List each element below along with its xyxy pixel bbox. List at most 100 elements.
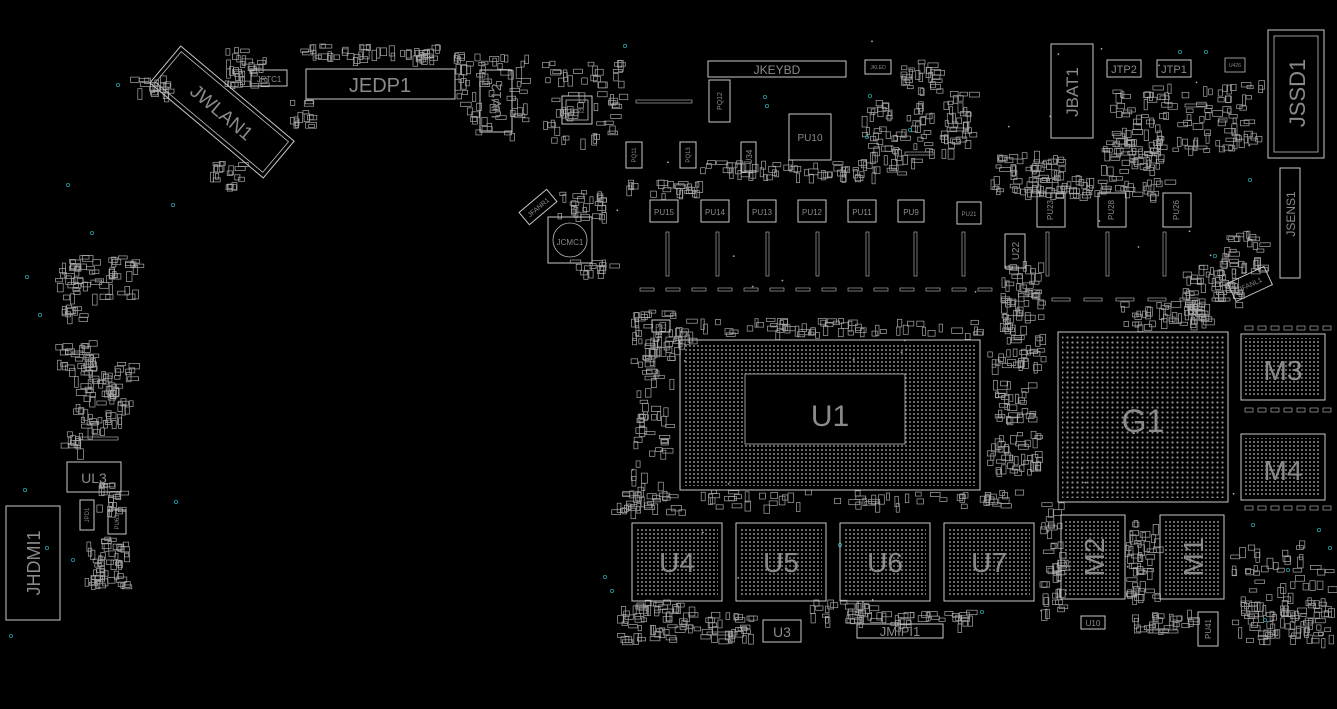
component-m4[interactable]: M4 xyxy=(1240,433,1326,501)
passive-part xyxy=(674,335,682,341)
passive-part xyxy=(1037,299,1045,310)
component-pu41[interactable]: PU41 xyxy=(1197,611,1219,647)
passive-part xyxy=(1222,84,1229,92)
passive-part xyxy=(1029,280,1040,285)
component-jtp1[interactable]: JTP1 xyxy=(1156,59,1192,78)
component-jtp2[interactable]: JTP2 xyxy=(1106,59,1142,78)
component-pu14[interactable]: PU14 xyxy=(700,199,730,223)
passive-part xyxy=(734,631,744,638)
component-pu15[interactable]: PU15 xyxy=(649,199,679,223)
component-pu28[interactable]: PU28 xyxy=(1097,192,1127,228)
label-jpd1: JPD1 xyxy=(85,507,91,522)
passive-part xyxy=(1323,610,1329,617)
trace-pad xyxy=(821,287,837,292)
passive-part xyxy=(1256,248,1265,253)
component-u7[interactable]: U7 xyxy=(943,522,1035,602)
component-jhdmi1[interactable]: JHDMI1 xyxy=(5,505,61,621)
component-jfanr1[interactable]: JFANR1 xyxy=(518,188,558,226)
component-ps2[interactable]: PS2 xyxy=(651,319,671,333)
component-pu12[interactable]: PU12 xyxy=(797,199,827,223)
passive-part xyxy=(1032,438,1038,449)
component-pu26[interactable]: PU26 xyxy=(1162,192,1192,228)
component-u10[interactable]: U10 xyxy=(1080,615,1106,630)
component-jsens1[interactable]: JSENS1 xyxy=(1279,167,1301,279)
passive-part xyxy=(1289,621,1296,630)
label-u5: U5 xyxy=(763,547,799,578)
test-point xyxy=(1195,81,1198,84)
component-m1[interactable]: M1 xyxy=(1159,514,1225,600)
label-ul3: UL3 xyxy=(81,470,107,486)
trace-pad xyxy=(977,287,993,292)
component-jedp1[interactable]: JEDP1 xyxy=(305,68,456,100)
component-pu22[interactable]: PU22 xyxy=(561,95,593,125)
component-pq12[interactable]: PQ12 xyxy=(708,79,731,123)
passive-part xyxy=(125,368,132,376)
passive-part xyxy=(886,167,898,173)
component-jssd1[interactable]: JSSD1 xyxy=(1267,29,1325,159)
component-u34[interactable]: U34 xyxy=(740,141,757,173)
component-pu21[interactable]: PU21 xyxy=(956,201,982,225)
passive-part xyxy=(1038,300,1046,306)
passive-part xyxy=(1193,137,1199,148)
component-ul3[interactable]: UL3 xyxy=(66,461,122,493)
component-u6[interactable]: U6 xyxy=(839,522,931,602)
passive-part xyxy=(1132,123,1142,130)
passive-part xyxy=(825,616,829,624)
passive-part xyxy=(887,111,892,122)
passive-part xyxy=(950,137,961,144)
component-u1[interactable]: U1 xyxy=(679,339,981,491)
component-pq11[interactable]: PQ11 xyxy=(625,141,643,169)
component-uv12[interactable]: UV12 xyxy=(479,69,513,133)
passive-part xyxy=(143,77,151,84)
component-pu9[interactable]: PU9 xyxy=(897,199,925,223)
component-pu23[interactable]: PU23 xyxy=(1036,192,1066,228)
passive-part xyxy=(1182,138,1188,146)
passive-part xyxy=(966,111,971,123)
component-pq13[interactable]: PQ13 xyxy=(679,141,697,169)
passive-part xyxy=(1297,607,1307,615)
component-u4[interactable]: U4 xyxy=(631,522,723,602)
component-pu63[interactable]: PU63 xyxy=(107,509,127,535)
passive-part xyxy=(897,318,903,328)
passive-part xyxy=(96,400,107,406)
trace-pad xyxy=(1296,407,1306,413)
passive-part xyxy=(871,172,876,185)
component-jkled[interactable]: JKLED xyxy=(864,59,892,75)
component-jkeybd[interactable]: JKEYBD xyxy=(707,60,847,78)
passive-part xyxy=(1228,145,1236,152)
passive-part xyxy=(1045,188,1055,194)
component-jrtc1[interactable]: JRTC1 xyxy=(250,69,288,87)
component-g1[interactable]: G1 xyxy=(1057,331,1229,503)
passive-part xyxy=(631,476,637,487)
component-jmipi1[interactable]: JMIPI1 xyxy=(856,623,944,639)
passive-part xyxy=(783,164,793,171)
component-jcmc1[interactable]: JCMC1 xyxy=(547,216,593,264)
passive-part xyxy=(89,581,98,586)
passive-part xyxy=(1035,290,1041,300)
component-jwlan1[interactable]: JWLAN1 xyxy=(149,45,295,179)
component-jbat1[interactable]: JBAT1 xyxy=(1050,43,1094,139)
passive-part xyxy=(506,95,517,101)
component-m3[interactable]: M3 xyxy=(1240,333,1326,401)
component-m2[interactable]: M2 xyxy=(1060,514,1126,600)
component-pu10[interactable]: PU10 xyxy=(788,113,832,161)
component-pu11[interactable]: PU11 xyxy=(847,199,877,223)
passive-part xyxy=(1163,111,1169,120)
component-jpd1[interactable]: JPD1 xyxy=(79,499,95,531)
component-pu13[interactable]: PU13 xyxy=(747,199,777,223)
passive-part xyxy=(73,306,78,316)
passive-part xyxy=(572,193,585,199)
component-u22[interactable]: U22 xyxy=(1004,233,1026,269)
passive-part xyxy=(557,212,562,220)
passive-part xyxy=(809,328,816,336)
component-u5[interactable]: U5 xyxy=(735,522,827,602)
passive-part xyxy=(1116,147,1121,157)
passive-part xyxy=(1258,80,1265,90)
passive-part xyxy=(1021,388,1029,393)
component-u3[interactable]: U3 xyxy=(762,619,802,643)
component-u426[interactable]: U426 xyxy=(1224,57,1246,73)
passive-part xyxy=(1039,334,1047,345)
passive-part xyxy=(1016,283,1021,291)
passive-part xyxy=(1183,119,1192,126)
passive-part xyxy=(1163,625,1171,631)
